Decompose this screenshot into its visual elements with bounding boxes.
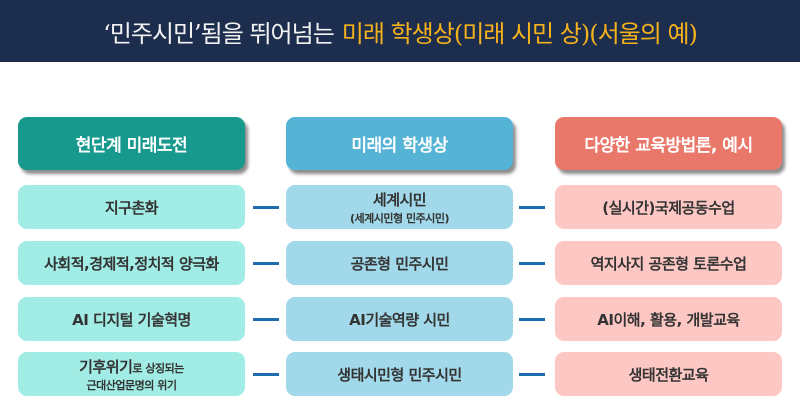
student-cell: AI기술역량 시민 — [286, 297, 513, 341]
slide-title: ‘민주시민’됨을 뛰어넘는 미래 학생상(미래 시민 상)(서울의 예) — [0, 0, 800, 62]
connector-line — [519, 318, 545, 321]
challenge-label-line2: 근대산업문명의 위기 — [86, 378, 177, 392]
title-yellow: 미래 학생상(미래 시민 상)(서울의 예) — [341, 19, 698, 48]
method-cell: AI이해, 활용, 개발교육 — [555, 297, 782, 341]
student-cell: 생태시민형 민주시민 — [286, 352, 513, 396]
student-label: 세계시민 — [372, 190, 427, 209]
challenge-label: 기후위기 — [79, 357, 133, 376]
challenge-cell: 사회적,경제적,정치적 양극화 — [18, 241, 245, 285]
method-cell: 생태전환교육 — [555, 352, 782, 396]
column-header-student: 미래의 학생상 — [286, 117, 513, 170]
method-cell: 역지사지 공존형 토론수업 — [555, 241, 782, 285]
connector-line — [253, 206, 279, 209]
connector-line — [519, 262, 545, 265]
student-cell: 세계시민 (세계시민형 민주시민) — [286, 185, 513, 229]
challenge-cell: AI 디지털 기술혁명 — [18, 297, 245, 341]
method-cell: (실시간)국제공동수업 — [555, 185, 782, 229]
challenge-cell: 기후위기로 상징되는 근대산업문명의 위기 — [18, 352, 245, 396]
column-header-challenge: 현단계 미래도전 — [18, 117, 245, 170]
connector-line — [253, 373, 279, 376]
connector-line — [253, 318, 279, 321]
connector-line — [253, 262, 279, 265]
column-header-method: 다양한 교육방법론, 예시 — [555, 117, 782, 170]
title-white: ‘민주시민’됨을 뛰어넘는 — [103, 19, 335, 48]
connector-line — [519, 206, 545, 209]
challenge-label-small: 로 상징되는 — [132, 361, 184, 375]
challenge-cell: 지구촌화 — [18, 185, 245, 229]
student-sublabel: (세계시민형 민주시민) — [350, 211, 449, 225]
student-cell: 공존형 민주시민 — [286, 241, 513, 285]
connector-line — [519, 373, 545, 376]
